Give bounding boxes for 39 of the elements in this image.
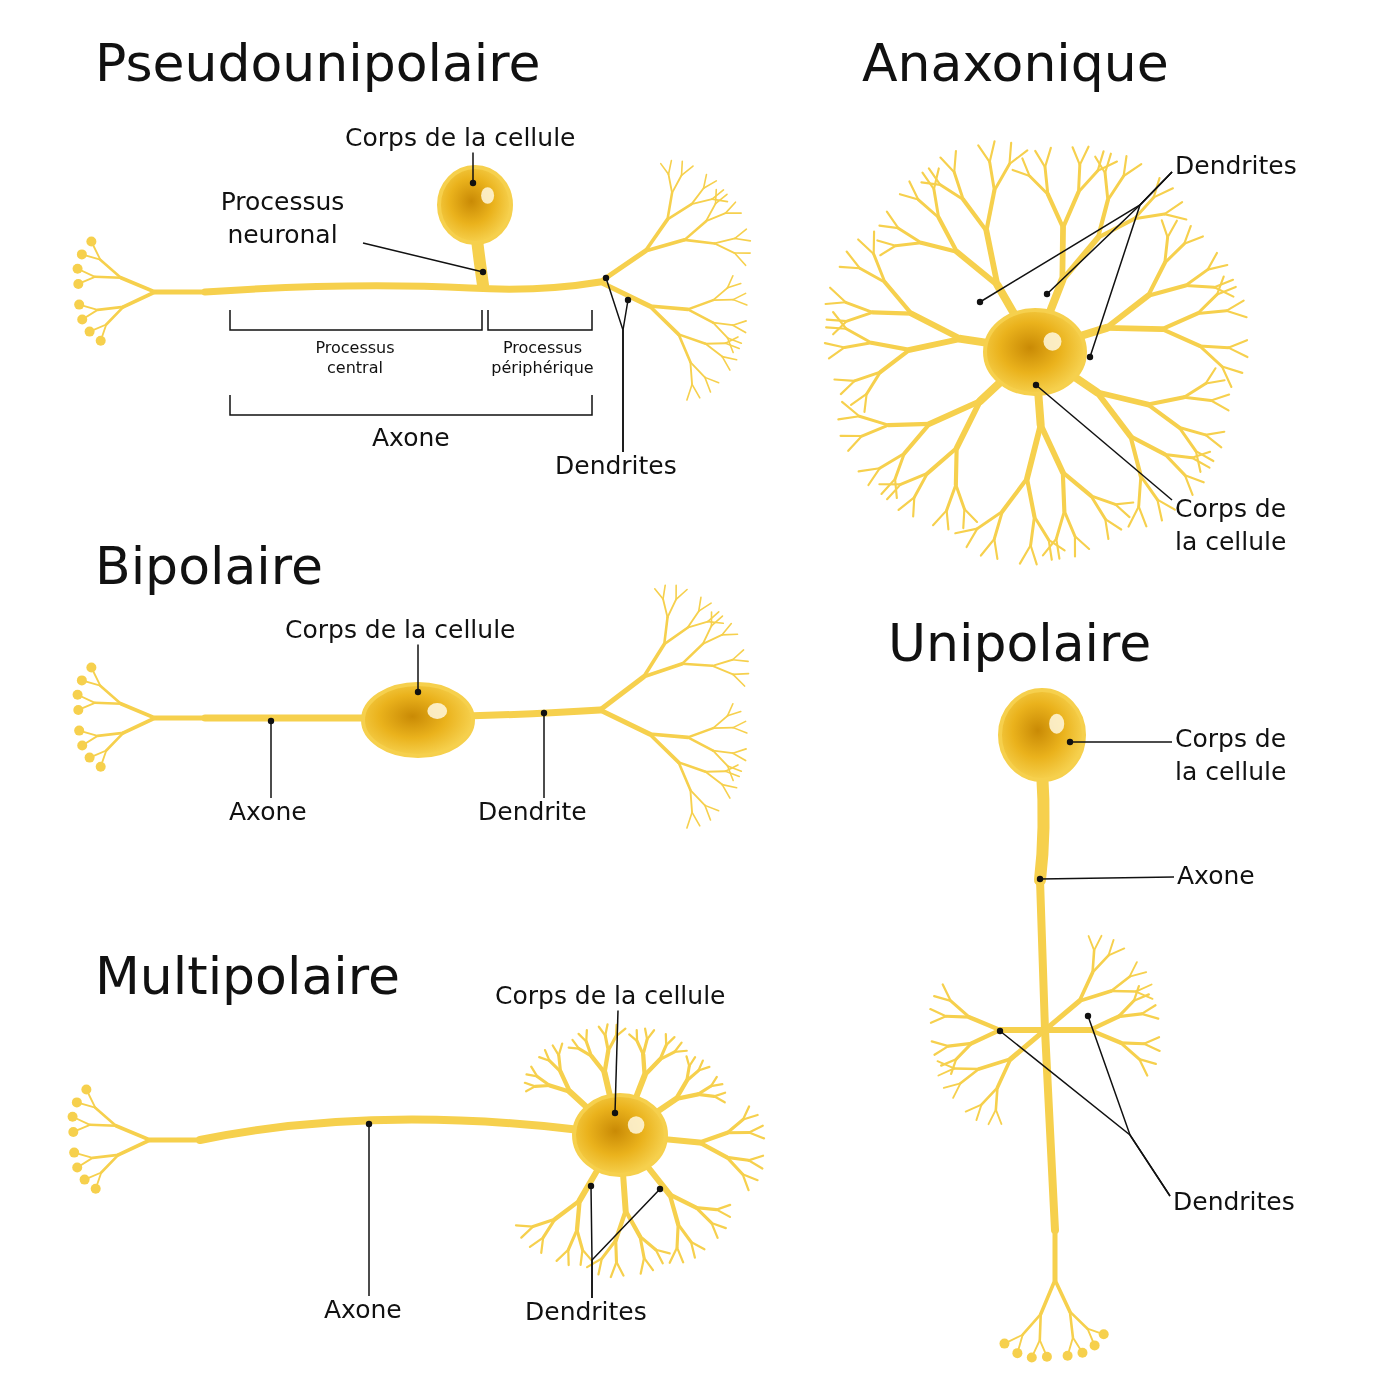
section-heading: Unipolaire (888, 612, 1152, 675)
callout-label: Axone (324, 1294, 402, 1327)
section-heading: Anaxonique (862, 32, 1169, 95)
neuron-drawing (67, 1023, 766, 1279)
bracket-label: Processus central (314, 338, 396, 378)
callout-label: Corps de la cellule (495, 980, 726, 1013)
leader-line (1066, 738, 1173, 746)
bracket-label: Axone (372, 422, 450, 454)
section-heading: Multipolaire (95, 945, 400, 1008)
callout-label: Axone (229, 796, 307, 829)
leader-line (591, 1185, 664, 1299)
leader-line (414, 643, 422, 696)
callout-label: Dendrites (1173, 1186, 1295, 1219)
callout-label: Corps de la cellule (285, 614, 516, 647)
leader-line (1086, 171, 1173, 361)
leader-line (540, 709, 548, 799)
leader-line (267, 717, 275, 799)
neuron-drawing (72, 159, 752, 401)
callout-label: Corps de la cellule (345, 122, 576, 155)
leader-line (365, 1120, 373, 1297)
leader-line (1084, 1012, 1171, 1197)
callout-label: Axone (1177, 860, 1255, 893)
leader-line (1032, 381, 1173, 501)
leader-line (1036, 875, 1175, 883)
callout-label: Dendrites (555, 450, 677, 483)
callout-label: Processus neuronal (205, 186, 360, 251)
section-heading: Bipolaire (95, 535, 323, 598)
leader-line (622, 296, 632, 453)
neuron-drawing (929, 688, 1161, 1363)
section-heading: Pseudounipolaire (95, 32, 541, 95)
callout-label: Dendrites (1175, 150, 1297, 183)
leader-line (611, 1009, 619, 1117)
leader-line (469, 151, 477, 187)
callout-label: Dendrite (478, 796, 587, 829)
leader-line (362, 242, 487, 276)
bracket-label: Processus périphérique (490, 338, 595, 378)
callout-label: Corps de la cellule (1175, 493, 1310, 558)
callout-label: Corps de la cellule (1175, 723, 1310, 788)
callout-label: Dendrites (525, 1296, 647, 1329)
